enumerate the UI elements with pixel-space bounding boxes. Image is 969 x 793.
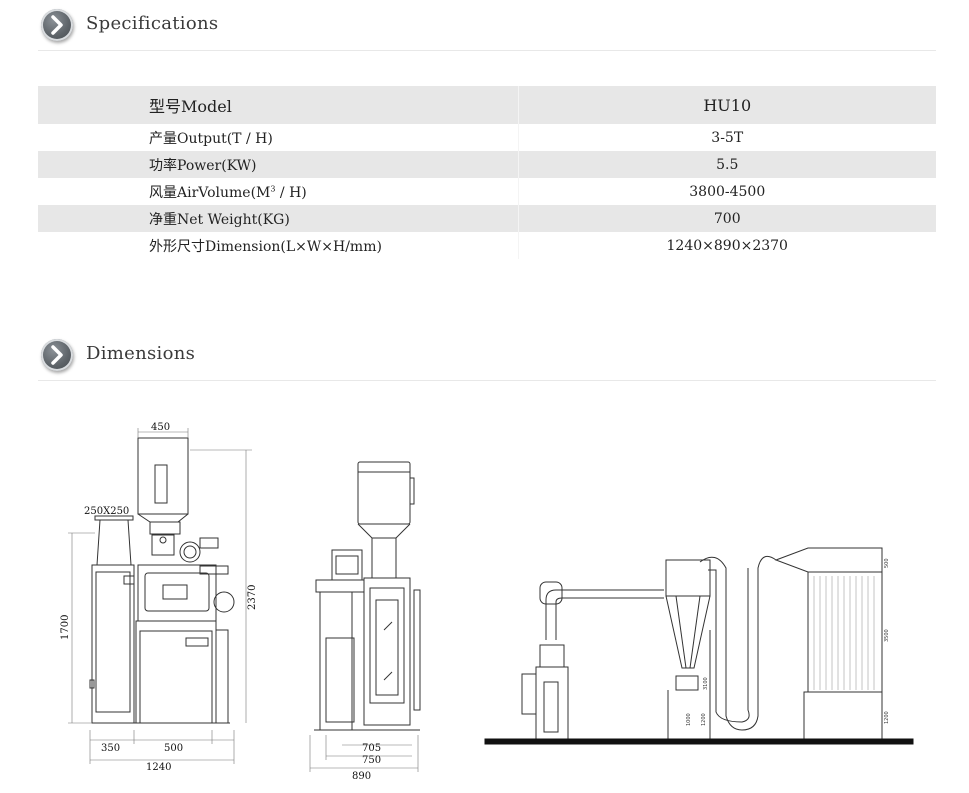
dim-system-d1: 500	[884, 558, 890, 568]
dim-width-total: 1240	[146, 762, 171, 773]
section-title: Dimensions	[86, 343, 196, 364]
chevron-right-icon	[41, 9, 73, 41]
dim-system-d4: 3100	[703, 677, 709, 690]
dim-height-side: 1700	[60, 615, 71, 640]
dim-side-w2: 750	[362, 755, 381, 766]
spec-label: 外形尺寸Dimension(L×W×H/mm)	[38, 232, 519, 259]
spec-label: 型号Model	[38, 86, 519, 124]
dim-side-w1: 705	[362, 743, 381, 754]
dim-system-d3: 1200	[884, 711, 890, 724]
table-row: 风量AirVolume(M3 / H) 3800-4500	[38, 178, 936, 205]
spec-label-suffix: / H)	[275, 184, 307, 201]
dim-inlet-size: 250X250	[84, 506, 129, 517]
system-view-drawing	[484, 547, 914, 745]
spec-value: 1240×890×2370	[518, 232, 936, 259]
dim-height-total: 2370	[247, 585, 258, 610]
chevron-right-icon	[41, 339, 73, 371]
dimension-drawings: 450 250X250 2370 1700 350 500 1240 705 7…	[60, 422, 914, 782]
spec-label-prefix: 风量AirVolume(M	[149, 184, 271, 201]
dim-hopper-width: 450	[151, 422, 170, 433]
section-title: Specifications	[86, 13, 219, 34]
spec-label: 风量AirVolume(M3 / H)	[38, 178, 519, 205]
spec-label-superscript: 3	[270, 183, 276, 193]
dim-system-d2: 3500	[884, 629, 890, 642]
table-row: 外形尺寸Dimension(L×W×H/mm) 1240×890×2370	[38, 232, 936, 259]
table-row: 产量Output(T / H) 3-5T	[38, 124, 936, 151]
dim-side-w3: 890	[352, 771, 371, 782]
side-view-drawing	[309, 461, 421, 772]
dim-width-mid: 500	[164, 743, 183, 754]
specifications-heading: Specifications	[38, 4, 936, 51]
dim-system-d6: 1200	[701, 713, 707, 726]
specifications-table: 型号Model HU10 产量Output(T / H) 3-5T 功率Powe…	[38, 86, 936, 259]
dim-width-left: 350	[101, 743, 120, 754]
spec-value: HU10	[518, 86, 936, 124]
table-header-row: 型号Model HU10	[38, 86, 936, 124]
table-row: 功率Power(KW) 5.5	[38, 151, 936, 178]
table-row: 净重Net Weight(KG) 700	[38, 205, 936, 232]
spec-value: 3-5T	[518, 124, 936, 151]
dimensions-heading: Dimensions	[38, 334, 936, 381]
spec-value: 5.5	[518, 151, 936, 178]
spec-label: 功率Power(KW)	[38, 151, 519, 178]
spec-label: 产量Output(T / H)	[38, 124, 519, 151]
dim-system-d5: 1000	[686, 713, 692, 726]
front-view-drawing	[68, 428, 252, 764]
spec-label: 净重Net Weight(KG)	[38, 205, 519, 232]
spec-value: 3800-4500	[518, 178, 936, 205]
spec-value: 700	[518, 205, 936, 232]
